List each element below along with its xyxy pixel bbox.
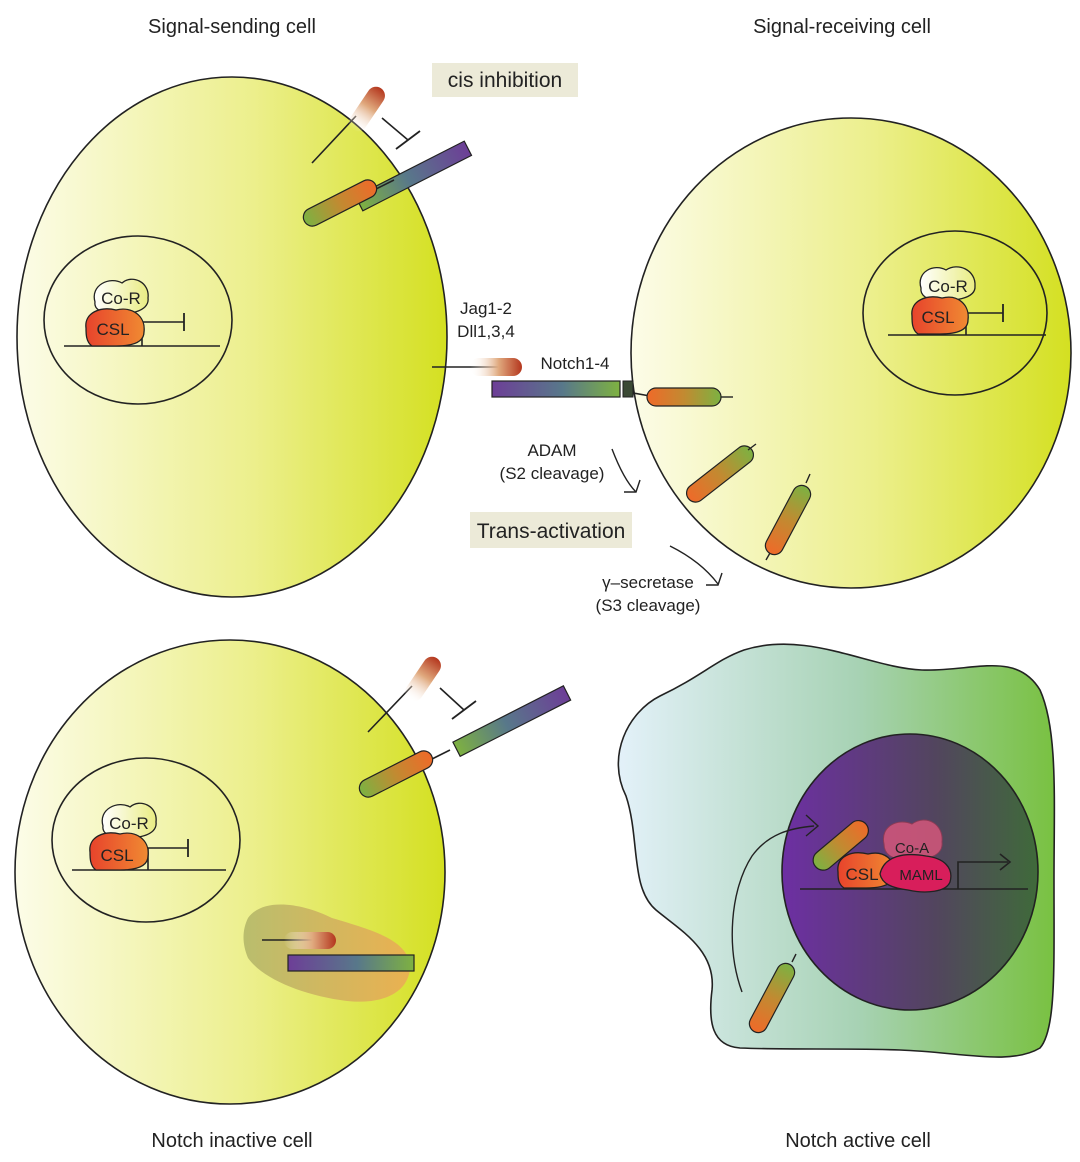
nucleus [43, 235, 233, 405]
nucleus [51, 757, 241, 923]
signal-receiving-cell: Co-R CSL [630, 117, 1072, 589]
ligand-label-line2: Dll1,3,4 [457, 322, 515, 341]
csl-protein [85, 308, 145, 347]
cis-inhibition-label: cis inhibition [448, 69, 562, 92]
nucleus [862, 230, 1048, 396]
gamma-arrow [669, 545, 719, 585]
notch-receptor-cis-bottom [452, 685, 572, 758]
csl-protein [911, 296, 969, 335]
ligand-endosome [284, 932, 336, 949]
notch-receptor-trans [491, 380, 621, 398]
trans-activation-label: Trans-activation [477, 520, 626, 543]
title-notch-inactive: Notch inactive cell [151, 1130, 312, 1152]
gamma-label-line1: γ–secretase [602, 573, 694, 592]
nicd-cytoplasm [748, 962, 796, 1034]
ligand-cis [349, 86, 385, 132]
title-signal-receiving: Signal-receiving cell [753, 16, 931, 38]
nicd-fragment-1 [685, 445, 755, 503]
notch-inactive-cell: Co-R CSL [14, 639, 446, 1105]
csl-label: CSL [921, 308, 954, 327]
csl-label: CSL [845, 865, 878, 884]
notch-label: Notch1-4 [541, 354, 610, 373]
adam-label-line1: ADAM [527, 441, 576, 460]
notch-receptor-endosome [287, 954, 415, 972]
ligand-label-line1: Jag1-2 [460, 299, 512, 318]
nicd-nuclear [812, 819, 869, 871]
co-r-label: Co-R [928, 277, 968, 296]
signal-sending-cell: Co-R CSL [16, 76, 448, 598]
active-promoter-arrow [957, 861, 1008, 889]
adam-label-line2: (S2 cleavage) [500, 464, 605, 483]
nicd-membrane [646, 387, 722, 407]
co-r-label: Co-R [109, 814, 149, 833]
notch-active-cell: Co-A CSL MAML [617, 643, 1056, 1058]
ligand-jag-dll [470, 358, 522, 376]
title-signal-sending: Signal-sending cell [148, 16, 316, 38]
maml-protein [879, 853, 952, 893]
gamma-label-line2: (S3 cleavage) [596, 596, 701, 615]
maml-label: MAML [899, 867, 942, 884]
cis-inhibition-box [432, 63, 578, 97]
nicd-cis [302, 179, 378, 227]
co-a-label: Co-A [895, 840, 929, 857]
co-r-label: Co-R [101, 289, 141, 308]
trans-activation-box [470, 512, 632, 548]
nuclear-translocation-arrow [731, 825, 815, 993]
csl-protein [89, 832, 149, 871]
title-notch-active: Notch active cell [785, 1130, 931, 1152]
csl-label: CSL [100, 846, 133, 865]
endosome-vesicle [243, 904, 410, 1002]
nicd-cis-bottom [358, 750, 434, 798]
adam-arrow [611, 448, 637, 493]
cis-inhibition-bottom [358, 656, 572, 798]
ligand-cis-bottom [405, 656, 441, 702]
trans-activation-group: Jag1-2 Dll1,3,4 Notch1-4 ADAM (S2 cleava… [432, 299, 812, 615]
csl-label: CSL [96, 320, 129, 339]
cis-inhibition-group: cis inhibition [302, 63, 578, 227]
